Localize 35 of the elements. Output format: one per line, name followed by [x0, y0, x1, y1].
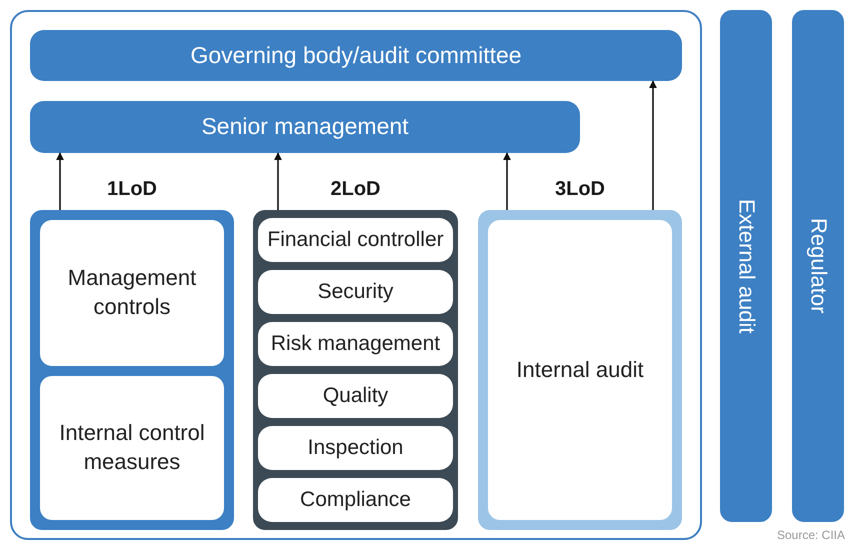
node-label: Quality: [322, 383, 388, 410]
pill-box: [258, 322, 453, 366]
panel-heading: 2LoD: [330, 178, 382, 201]
content-box: [488, 220, 672, 520]
node-label: Governing body/audit committee: [190, 40, 522, 70]
node-label: Risk management: [270, 331, 440, 358]
node-label: Compliance: [300, 487, 411, 514]
pill-box: [258, 270, 453, 314]
panel-heading: 1LoD: [106, 178, 158, 201]
node-label: Internal control measures: [58, 419, 206, 476]
content-box: [40, 220, 224, 366]
node-label: Regulator: [805, 218, 832, 314]
pill-box: [258, 374, 453, 418]
bar-box: [30, 101, 580, 153]
node-label: Management controls: [66, 264, 198, 321]
bar-box: [30, 30, 682, 81]
panel-heading: 3LoD: [554, 178, 606, 201]
side-bar: [720, 10, 772, 522]
pill-box: [258, 478, 453, 522]
node-label: Senior management: [201, 112, 409, 142]
arrow: [274, 152, 282, 210]
node-label: Security: [318, 279, 394, 306]
node-label: External audit: [733, 198, 760, 334]
node-label: Inspection: [308, 435, 404, 462]
content-box: [40, 376, 224, 520]
pill-box: [258, 426, 453, 470]
arrow: [56, 152, 64, 210]
pill-box: [258, 218, 453, 262]
frame-box: [10, 10, 702, 540]
arrow: [503, 152, 511, 210]
source-note: Source: CIIA: [776, 528, 845, 542]
node-label: Financial controller: [267, 227, 444, 254]
node-label: Internal audit: [516, 356, 644, 384]
side-bar: [792, 10, 844, 522]
arrow: [649, 80, 657, 210]
